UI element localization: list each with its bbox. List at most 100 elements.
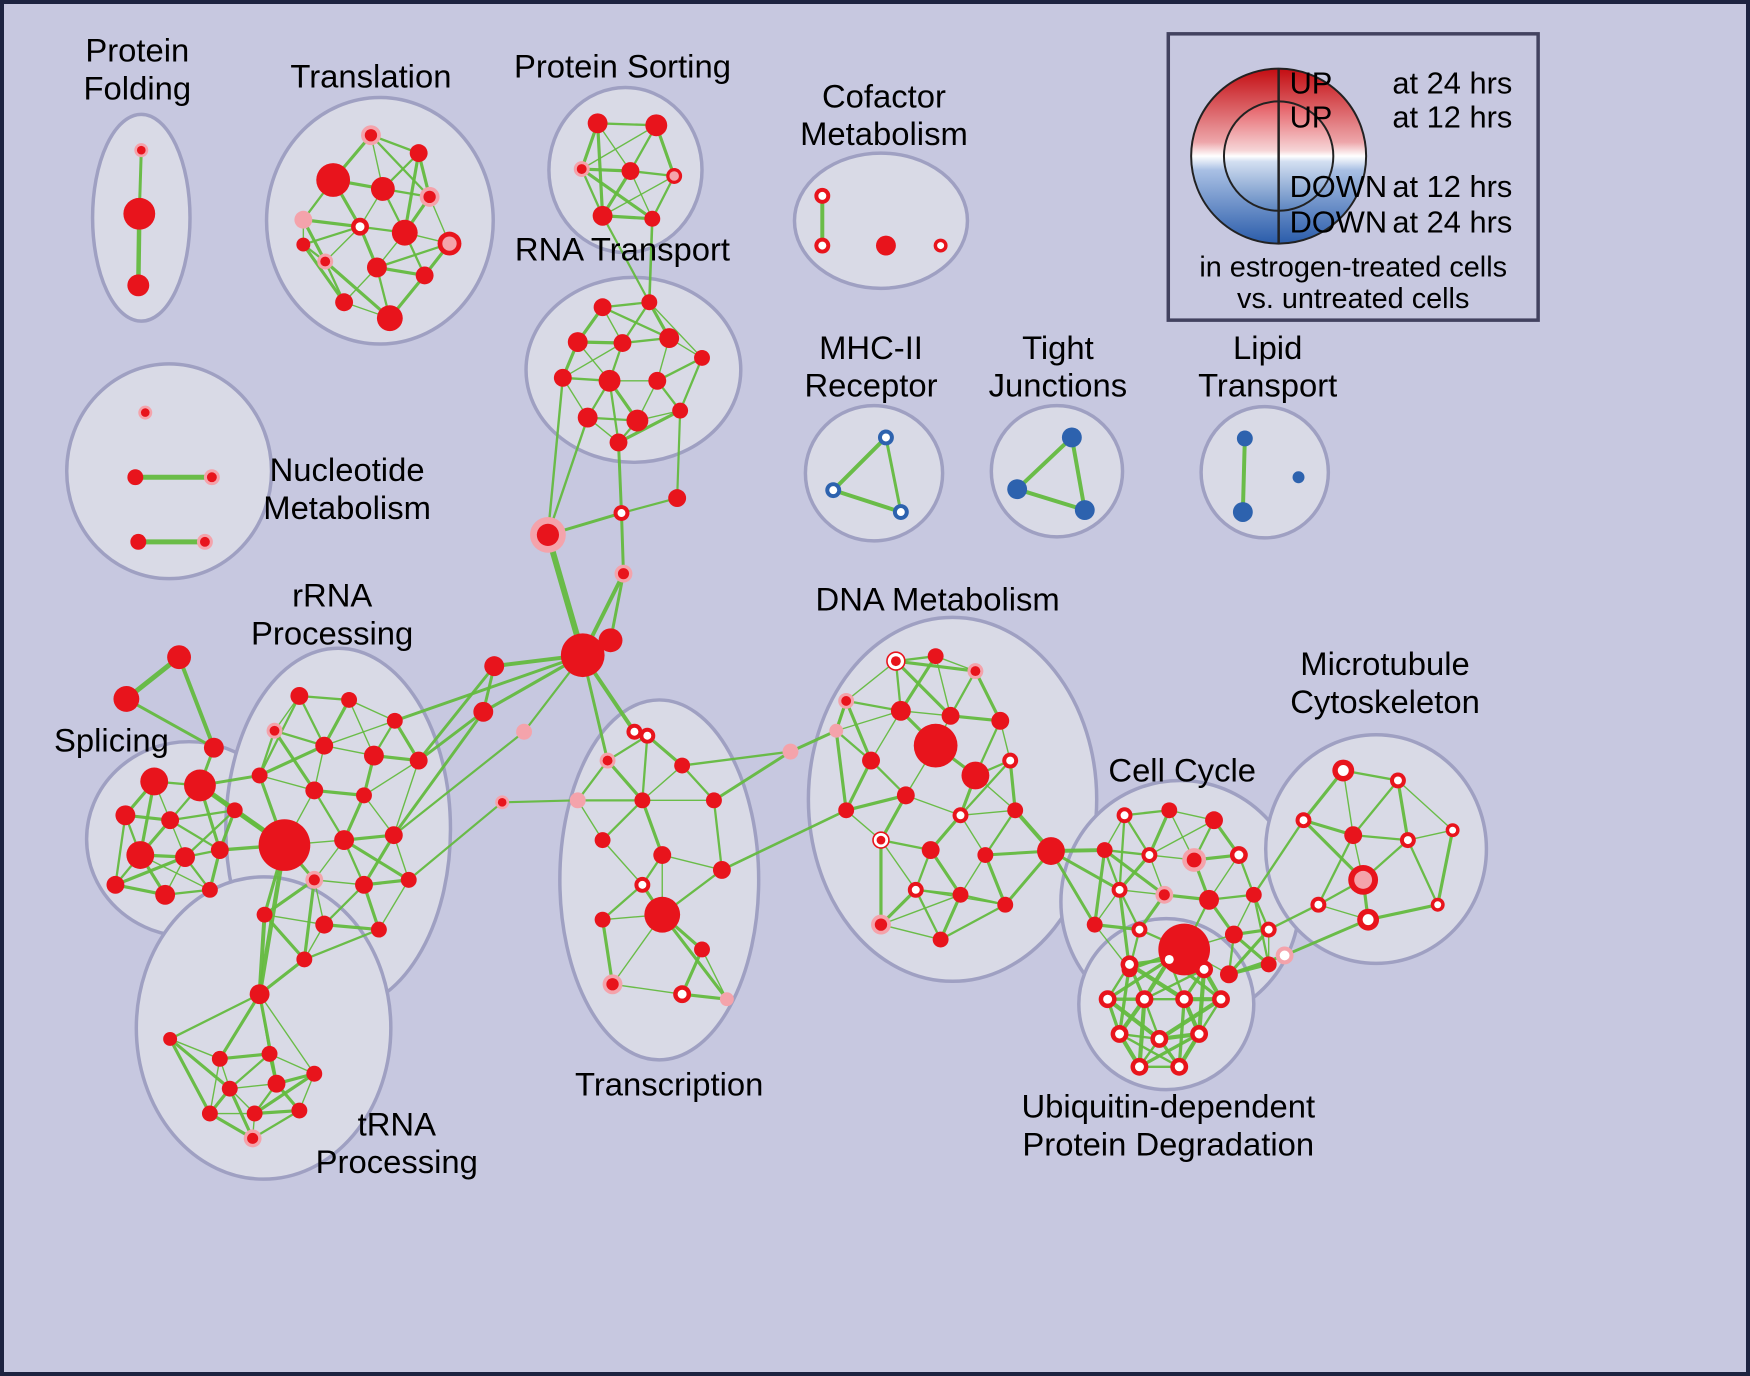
gene-node — [267, 1074, 286, 1093]
gene-node — [167, 645, 191, 670]
gene-node — [1205, 811, 1223, 830]
gene-node-center — [136, 145, 146, 155]
interaction-edge — [417, 664, 496, 763]
gene-node-center — [1403, 836, 1412, 845]
gene-node-center — [630, 727, 639, 736]
gene-node-center — [1299, 816, 1308, 825]
interaction-edge — [1015, 435, 1074, 492]
interaction-edge — [302, 878, 316, 962]
interaction-edge — [605, 758, 644, 802]
gene-node — [921, 841, 940, 859]
gene-node — [291, 1102, 308, 1119]
cluster-ellipse-nm — [64, 362, 274, 581]
interaction-edge — [984, 809, 1017, 857]
interaction-edge — [258, 993, 315, 1075]
gene-node — [315, 736, 334, 755]
gene-node — [296, 237, 311, 252]
interaction-edge — [342, 838, 411, 882]
gene-node — [641, 294, 658, 311]
nodes-layer — [106, 113, 1460, 1148]
interaction-edge — [114, 814, 127, 886]
interaction-edge — [251, 1109, 301, 1140]
gene-node-center — [1194, 1029, 1204, 1039]
interaction-edge — [676, 409, 682, 500]
gene-node — [256, 906, 273, 923]
gene-node — [598, 628, 623, 653]
interaction-edge — [905, 794, 962, 816]
interaction-edge — [1148, 819, 1215, 856]
interaction-edge — [1105, 997, 1162, 1042]
gene-node — [634, 792, 651, 809]
interaction-edge — [834, 729, 848, 812]
interaction-edge — [1015, 487, 1087, 513]
gene-node-center — [956, 811, 965, 820]
interaction-edge — [1093, 848, 1107, 927]
gene-node-center — [638, 880, 647, 889]
cluster-ellipse-mt — [1263, 732, 1489, 966]
gene-node — [1232, 502, 1253, 522]
gene-node — [694, 941, 710, 958]
interaction-edge — [1366, 903, 1440, 922]
gene-node — [782, 743, 799, 760]
gene-node — [592, 205, 613, 226]
gene-node-center — [1186, 852, 1202, 868]
gene-node — [1199, 889, 1219, 910]
gene-node — [315, 915, 334, 934]
gene-node — [961, 761, 990, 790]
interaction-edge — [378, 879, 410, 931]
interaction-edge — [1008, 758, 1017, 812]
interaction-edge — [301, 243, 346, 304]
interaction-edge — [712, 750, 792, 802]
gene-node — [140, 767, 169, 796]
gene-node — [366, 257, 387, 278]
gene-node — [246, 1105, 263, 1122]
gene-node — [829, 723, 844, 738]
interaction-edge — [177, 655, 216, 750]
gene-node — [997, 896, 1014, 913]
gene-node-center — [606, 978, 619, 991]
interaction-edge — [680, 750, 792, 767]
gene-node — [130, 533, 147, 550]
gene-node-center — [970, 666, 981, 677]
gene-node-center — [1314, 900, 1323, 909]
interaction-edge — [258, 744, 326, 778]
gene-node — [175, 847, 195, 867]
interaction-edge — [1396, 778, 1410, 842]
gene-node-center — [677, 989, 687, 999]
gene-node-center — [1449, 826, 1457, 834]
interaction-edge — [844, 793, 908, 812]
gene-node-center — [617, 568, 630, 580]
gene-node — [400, 871, 417, 888]
interaction-edge — [1227, 953, 1287, 976]
gene-node-center — [1154, 1034, 1164, 1044]
interaction-edge — [417, 710, 485, 763]
gene-node — [941, 706, 960, 725]
gene-node-center — [829, 486, 838, 495]
gene-node — [952, 886, 969, 903]
interaction-edge — [393, 759, 420, 836]
interaction-edge — [169, 1038, 221, 1060]
interaction-edge — [648, 217, 654, 304]
interaction-edge — [894, 659, 953, 718]
interaction-edge — [168, 819, 221, 852]
gene-node — [609, 433, 628, 452]
gene-node-center — [841, 695, 852, 706]
gene-node-center — [140, 408, 150, 417]
interaction-edge — [218, 992, 262, 1061]
interaction-edge — [845, 660, 897, 702]
gene-node — [355, 875, 373, 894]
cluster-label-sp: Splicing — [54, 722, 169, 759]
interaction-edge — [1105, 957, 1171, 1001]
interaction-edge — [323, 259, 392, 320]
interaction-edge — [884, 435, 903, 514]
gene-node — [1224, 925, 1243, 944]
interaction-edge — [375, 242, 451, 269]
gene-node-center — [269, 725, 280, 736]
interaction-edge — [1143, 968, 1206, 1001]
gene-node-center — [1179, 994, 1189, 1004]
gene-node — [1292, 471, 1305, 484]
gene-node — [913, 723, 958, 768]
